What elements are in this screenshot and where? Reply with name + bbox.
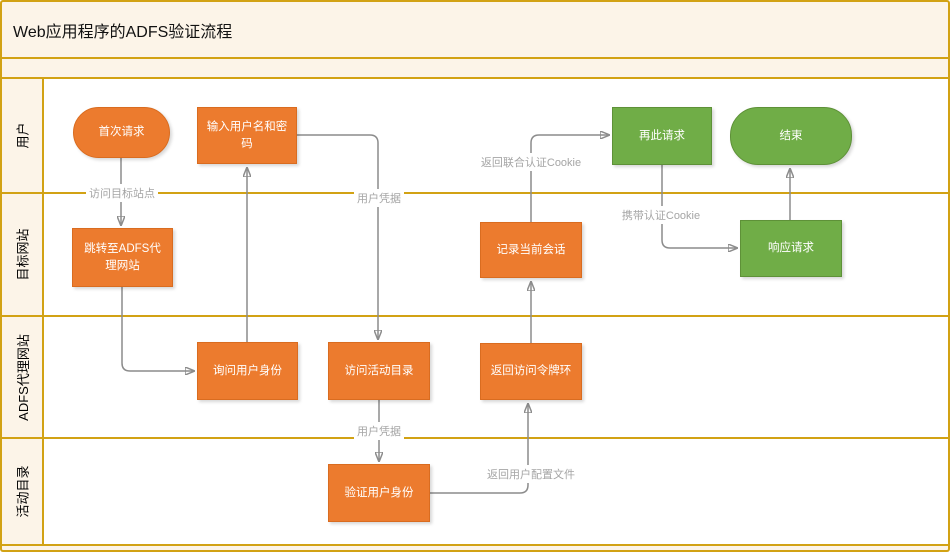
node-access-active-directory: 访问活动目录 bbox=[328, 342, 430, 400]
pool-divider-line bbox=[2, 57, 948, 59]
edge-label-user-credentials-2: 用户凭据 bbox=[354, 422, 404, 440]
edge-label-return-user-profile: 返回用户配置文件 bbox=[484, 465, 578, 483]
edge-label-return-federated-cookie: 返回联合认证Cookie bbox=[477, 153, 585, 171]
node-first-request: 首次请求 bbox=[73, 107, 170, 158]
lane-divider-line bbox=[2, 192, 948, 194]
lane-label-active-directory: 活动目录 bbox=[15, 465, 31, 518]
lane-label-adfs-proxy: ADFS代理网站 bbox=[15, 333, 31, 421]
node-enter-credentials: 输入用户名和密码 bbox=[197, 107, 297, 164]
edge-label-user-credentials-1: 用户凭据 bbox=[354, 189, 404, 207]
lane-label-divider-line bbox=[42, 79, 44, 544]
node-respond-request: 响应请求 bbox=[740, 220, 842, 277]
node-record-session: 记录当前会话 bbox=[480, 222, 582, 278]
node-request-again: 再此请求 bbox=[612, 107, 712, 165]
lane-label-user: 用户 bbox=[15, 122, 31, 149]
title-band: Web应用程序的ADFS验证流程 bbox=[2, 2, 948, 57]
lane-label-target-site: 目标网站 bbox=[15, 228, 31, 281]
edge-label-visit-target-site: 访问目标站点 bbox=[86, 184, 158, 202]
node-ask-user-identity: 询问用户身份 bbox=[197, 342, 298, 400]
node-end: 结束 bbox=[730, 107, 852, 165]
node-verify-user-identity: 验证用户身份 bbox=[328, 464, 430, 522]
lane-divider-line bbox=[2, 315, 948, 317]
pool-bottom-line bbox=[2, 544, 948, 546]
edge-label-carry-auth-cookie: 携带认证Cookie bbox=[618, 206, 704, 224]
node-return-access-token: 返回访问令牌环 bbox=[480, 343, 582, 400]
node-redirect-to-adfs: 跳转至ADFS代理网站 bbox=[72, 228, 173, 287]
pool-divider-line bbox=[2, 77, 948, 79]
lane-divider-line bbox=[2, 437, 948, 439]
diagram-title: Web应用程序的ADFS验证流程 bbox=[13, 23, 233, 41]
